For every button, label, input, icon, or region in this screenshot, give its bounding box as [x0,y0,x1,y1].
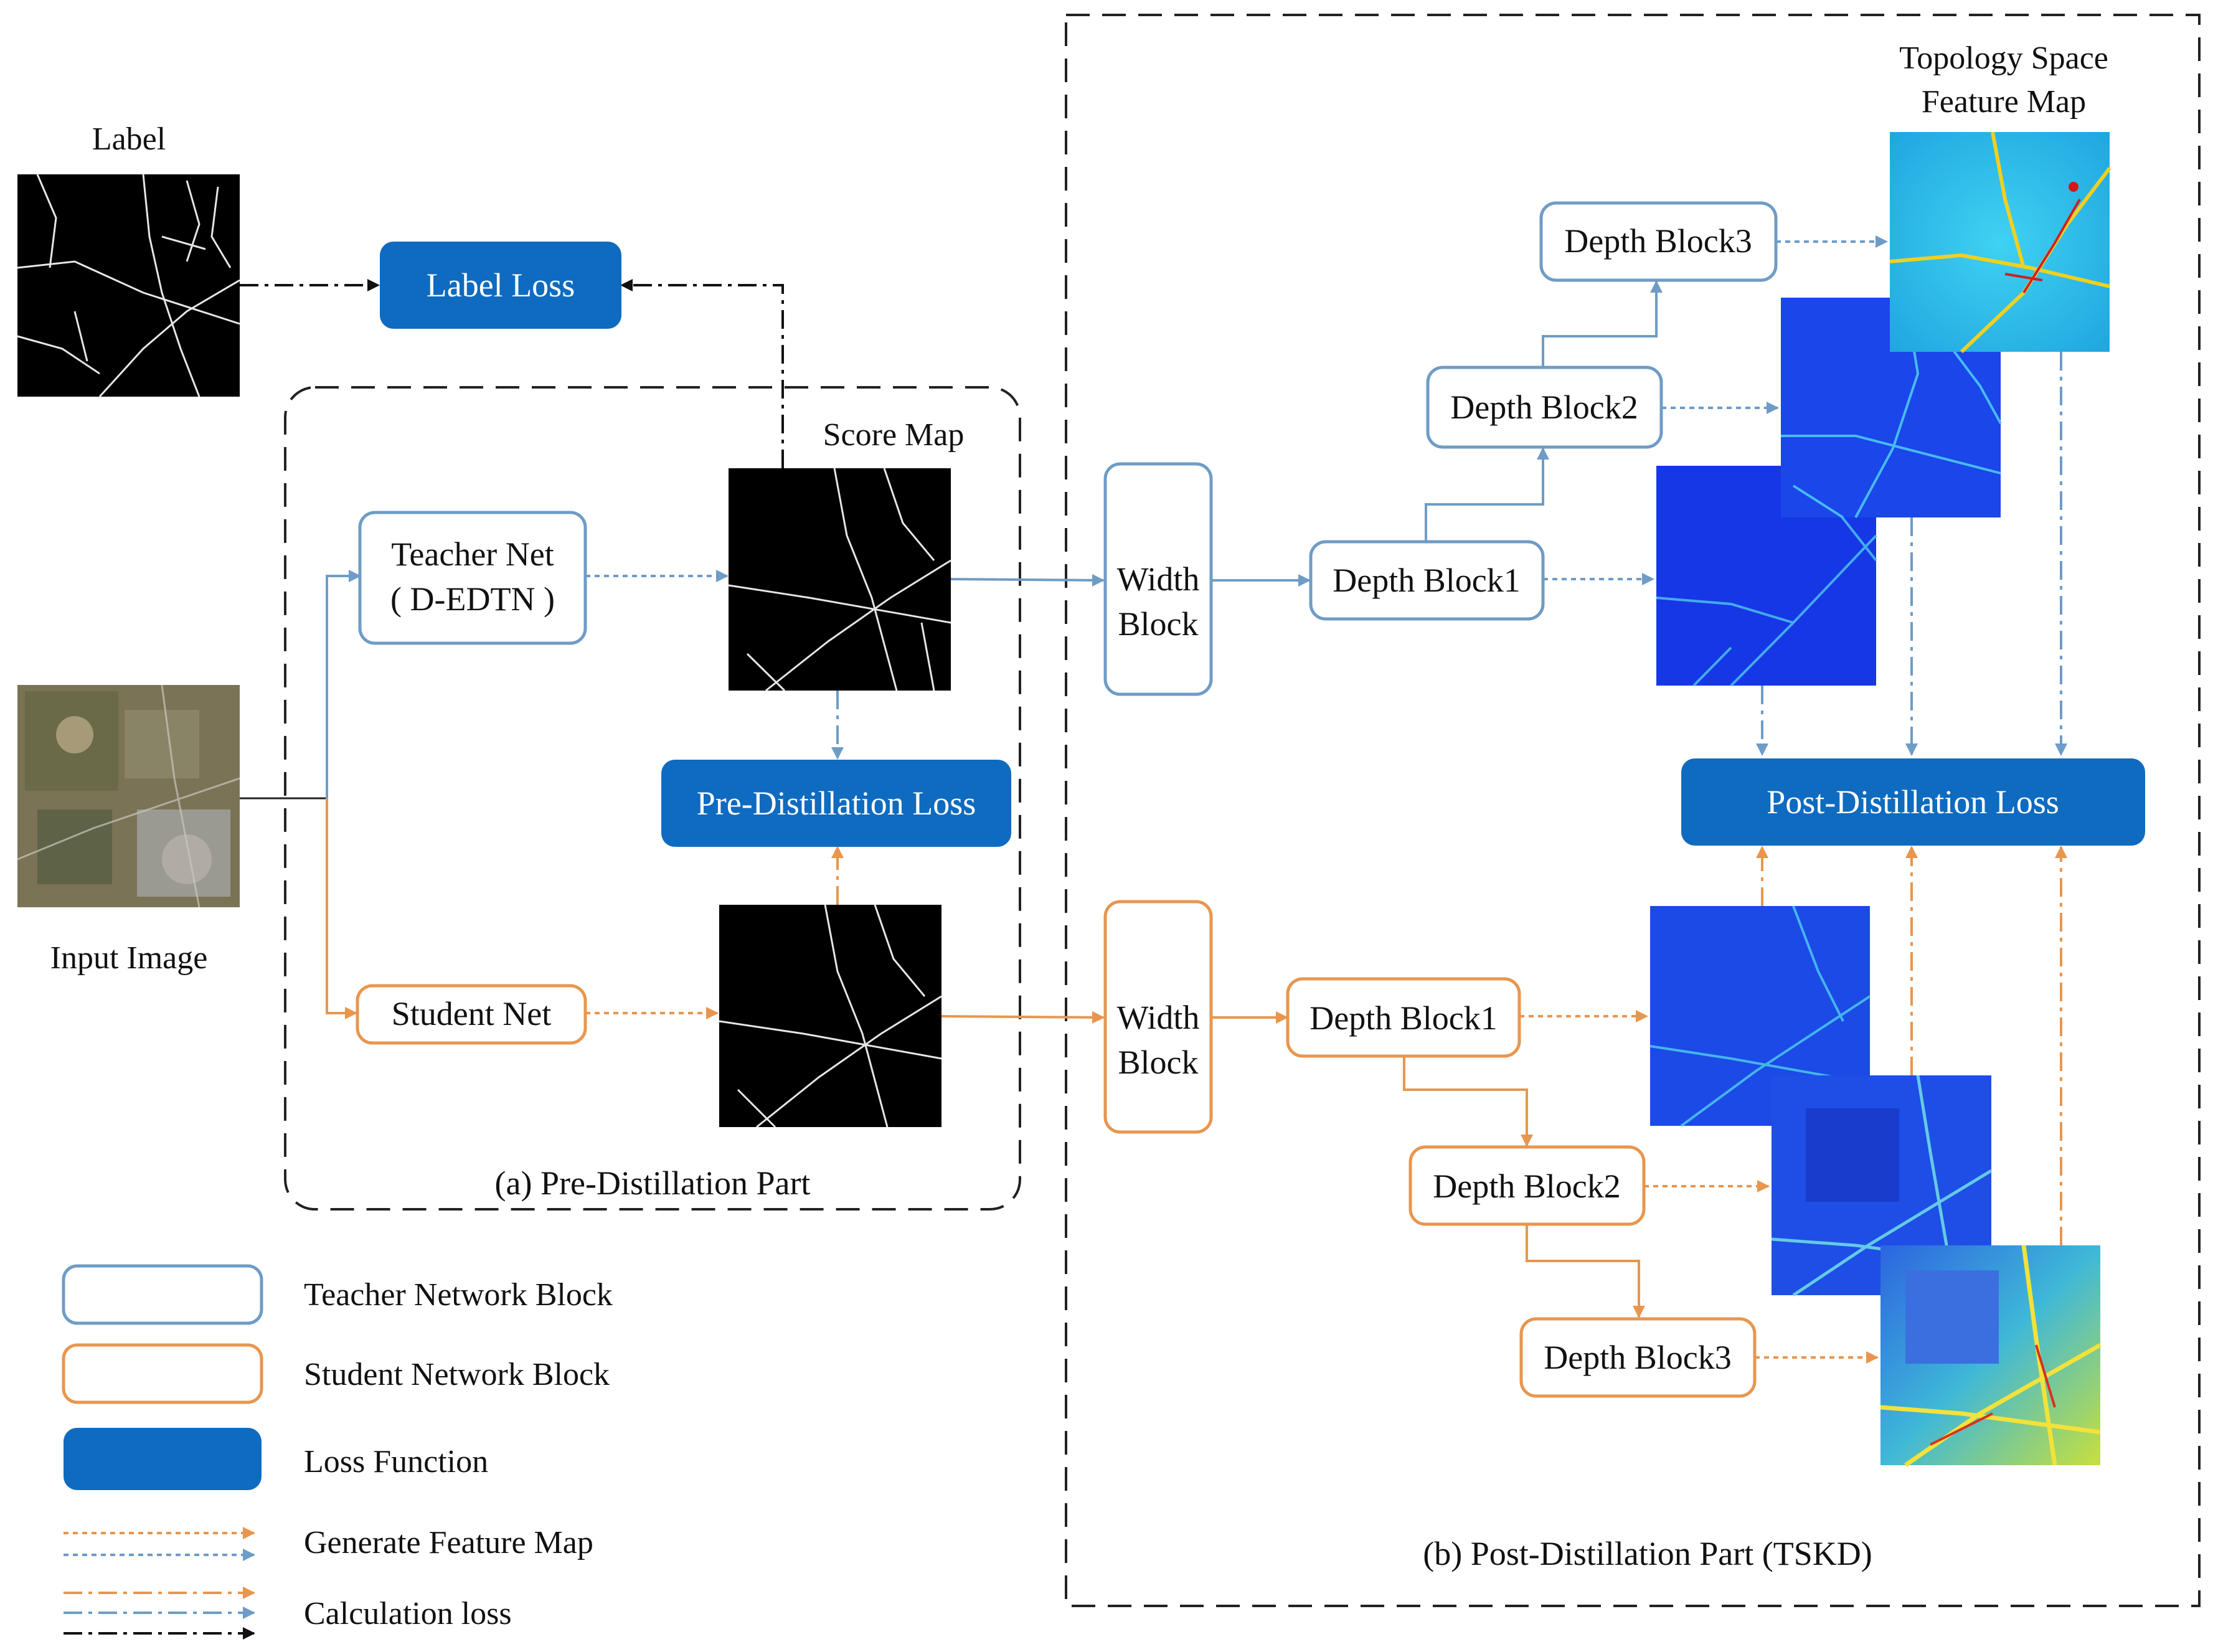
teacher-depth-block2: Depth Block2 [1426,366,1663,449]
teacher-depth-block3: Depth Block3 [1539,201,1778,282]
label-caption: Label [92,121,166,157]
student-depth-block1: Depth Block1 [1286,977,1521,1058]
teacher-depth-block3-text: Depth Block3 [1564,222,1752,260]
score-map-caption: Score Map [823,417,965,453]
teacher-score-map [728,468,951,692]
post-part-caption: (b) Post-Distillation Part (TSKD) [1423,1535,1872,1572]
teacher-depth-block1: Depth Block1 [1309,540,1545,621]
student-depth-block2-text: Depth Block2 [1433,1168,1620,1205]
legend-teacher-text: Teacher Network Block [304,1277,613,1313]
pre-part-caption: (a) Pre-Distillation Part [495,1164,811,1202]
teacher-depth-block2-text: Depth Block2 [1450,389,1638,426]
student-width-block-line2: Block [1118,1044,1199,1081]
teacher-width-block-line1: Width [1117,560,1200,598]
label-image [17,174,240,398]
label-loss-block: Label Loss [380,242,621,329]
legend-generate-text: Generate Feature Map [304,1525,593,1560]
legend-teacher-swatch [62,1264,263,1325]
teacher-depth-block1-text: Depth Block1 [1333,562,1520,599]
post-distillation-part-border [1065,14,2201,1607]
student-depth-block1-text: Depth Block1 [1309,999,1497,1037]
topology-caption-line1: Topology Space [1899,40,2108,76]
teacher-net-text-line2: ( D-EDTN ) [390,580,555,618]
legend-student-text: Student Network Block [304,1357,610,1392]
legend-calculation-text: Calculation loss [304,1596,512,1631]
label-loss-text: Label Loss [427,267,575,304]
input-image-caption: Input Image [50,940,208,976]
legend-loss-swatch [64,1428,262,1490]
student-net-block: Student Net [356,984,587,1045]
teacher-width-block: Width Block [1103,462,1213,696]
topology-caption-line2: Feature Map [1922,84,2086,120]
pre-distillation-loss-block: Pre-Distillation Loss [661,760,1011,847]
post-distillation-loss-block: Post-Distillation Loss [1681,758,2145,846]
post-distillation-loss-text: Post-Distillation Loss [1767,783,2059,821]
student-depth-block2: Depth Block2 [1408,1145,1646,1226]
teacher-net-text-line1: Teacher Net [391,536,554,573]
input-image [17,684,240,908]
split-to-student-arrow [326,798,357,1019]
connectors [240,235,2067,1364]
pre-distillation-loss-text: Pre-Distillation Loss [697,785,976,822]
legend: Teacher Network Block Student Network Bl… [62,1264,613,1640]
student-width-block: Width Block [1103,900,1213,1134]
student-depth-block3: Depth Block3 [1519,1317,1757,1398]
legend-student-swatch [62,1343,263,1404]
student-score-map [719,904,942,1128]
student-net-text: Student Net [392,995,551,1032]
split-to-teacher-arrow [326,570,361,798]
teacher-width-block-line2: Block [1118,605,1199,643]
student-feature-map-2 [1771,1075,1993,1297]
legend-loss-text: Loss Function [304,1444,488,1480]
student-width-block-line1: Width [1117,999,1200,1036]
pre-distillation-part-border [284,386,1021,1211]
teacher-feature-map-3 [1889,131,2112,354]
student-feature-map-3 [1880,1245,2102,1467]
teacher-net-block: Teacher Net ( D-EDTN ) [358,511,587,645]
student-depth-block3-text: Depth Block3 [1544,1339,1731,1376]
